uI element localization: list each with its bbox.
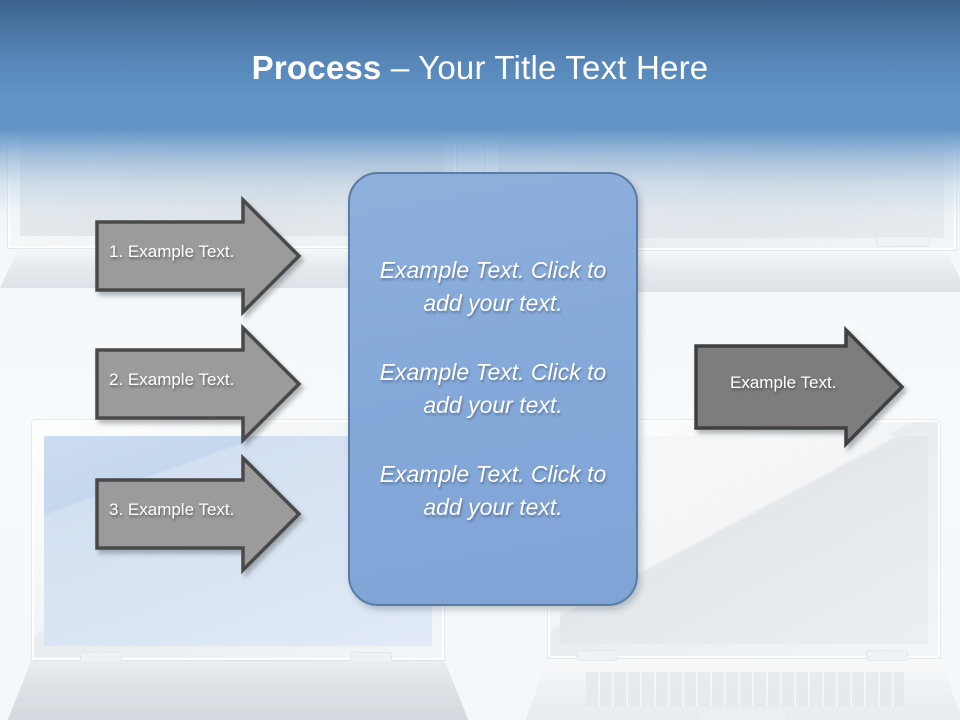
title-banner (0, 0, 960, 130)
process-input-arrow-2[interactable]: 2. Example Text. (95, 323, 303, 445)
center-paragraph-2: Example Text. Click to add your text. (379, 359, 607, 418)
right-arrow-icon (95, 195, 302, 317)
center-paragraph-3: Example Text. Click to add your text. (379, 461, 607, 520)
laptop-hinge-left (80, 652, 122, 663)
laptop-hinge-right (350, 652, 392, 663)
page-title-rest: – Your Title Text Here (381, 49, 709, 86)
laptop-touchpad (700, 710, 786, 720)
process-input-arrow-1[interactable]: 1. Example Text. (95, 195, 303, 317)
laptop-hinge (876, 236, 930, 247)
laptop-hinge-right (866, 650, 908, 661)
right-arrow-icon (694, 325, 905, 449)
laptop-base (6, 660, 470, 720)
laptop-keyboard (586, 672, 904, 706)
process-input-arrow-3[interactable]: 3. Example Text. (95, 453, 303, 575)
process-center-text-box[interactable]: Example Text. Click to add your text. Ex… (348, 172, 638, 606)
laptop-hinge-left (576, 650, 618, 661)
right-arrow-icon (95, 453, 302, 575)
process-output-arrow[interactable]: Example Text. (694, 325, 906, 449)
right-arrow-icon (95, 323, 302, 445)
center-paragraph-1: Example Text. Click to add your text. (379, 257, 607, 316)
page-title: Process – Your Title Text Here (0, 48, 960, 88)
page-title-bold: Process (251, 49, 382, 86)
